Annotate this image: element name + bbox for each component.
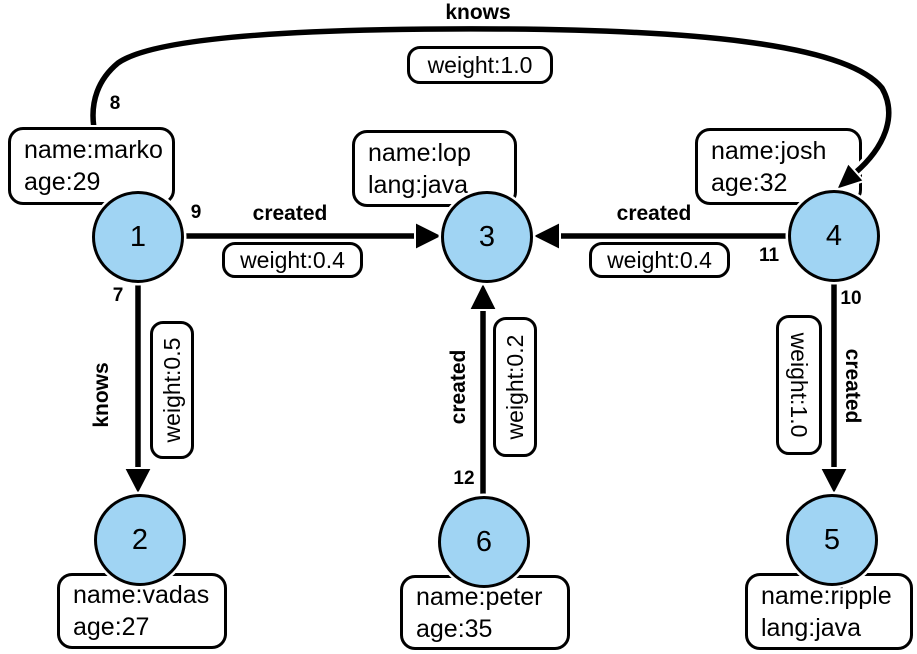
property-line: name:josh: [711, 136, 827, 165]
weight-badge-created-12: weight:0.2: [493, 317, 537, 457]
arrowhead-created-9: [414, 220, 446, 252]
weight-text: weight:1.0: [786, 332, 813, 438]
weight-badge-created-10: weight:1.0: [776, 315, 822, 455]
edge-id-7: 7: [112, 285, 124, 306]
node-1: 1: [92, 191, 184, 283]
property-line: age:29: [24, 168, 101, 196]
weight-badge-knows-7: weight:0.5: [150, 321, 194, 459]
node-label: 4: [825, 219, 843, 252]
arrowhead-created-10: [818, 467, 850, 498]
property-box-josh: name:josh age:32: [695, 128, 862, 205]
edge-label-knows-8: knows: [445, 1, 511, 24]
property-line: age:35: [416, 614, 493, 643]
node-2: 2: [94, 494, 186, 586]
arrowhead-created-12: [467, 279, 499, 311]
property-line: age:32: [711, 168, 788, 197]
edge-knows-8-path: [90, 26, 892, 205]
weight-text: weight:1.0: [427, 51, 533, 78]
property-line: name:marko: [24, 136, 163, 164]
edge-label-knows-7: knows: [90, 362, 113, 428]
node-label: 3: [478, 220, 496, 253]
property-box-peter: name:peter age:35: [400, 575, 570, 650]
node-label: 1: [129, 220, 147, 253]
node-label: 6: [475, 525, 493, 558]
property-line: name:lop: [368, 138, 471, 167]
weight-text: weight:0.5: [158, 337, 185, 443]
property-line: name:ripple: [761, 581, 892, 610]
edge-id-9: 9: [190, 202, 202, 223]
property-line: lang:java: [368, 170, 469, 199]
node-label: 2: [131, 523, 149, 556]
edge-label-created-9: created: [252, 202, 328, 225]
weight-text: weight:0.4: [240, 246, 345, 273]
node-6: 6: [438, 496, 530, 588]
arrowhead-created-11: [529, 220, 561, 252]
node-3: 3: [441, 191, 533, 283]
weight-badge-knows-8: weight:1.0: [407, 46, 553, 84]
arrowhead-knows-8: [834, 161, 866, 192]
node-4: 4: [788, 190, 880, 282]
node-5: 5: [786, 494, 878, 586]
edge-label-created-12: created: [447, 349, 470, 425]
edge-label-created-10: created: [841, 348, 864, 424]
arrowhead-knows-7: [122, 467, 154, 498]
node-label: 5: [823, 523, 841, 556]
weight-badge-created-11: weight:0.4: [589, 242, 730, 278]
property-line: age:27: [73, 613, 150, 641]
weight-text: weight:0.2: [501, 334, 528, 440]
weight-text: weight:0.4: [607, 246, 712, 273]
edge-id-10: 10: [840, 288, 862, 309]
edge-label-created-11: created: [616, 202, 692, 225]
property-line: lang:java: [761, 613, 862, 642]
edge-id-11: 11: [758, 245, 780, 266]
edge-id-8: 8: [109, 93, 121, 114]
edge-id-12: 12: [453, 468, 475, 489]
weight-badge-created-9: weight:0.4: [222, 242, 363, 278]
